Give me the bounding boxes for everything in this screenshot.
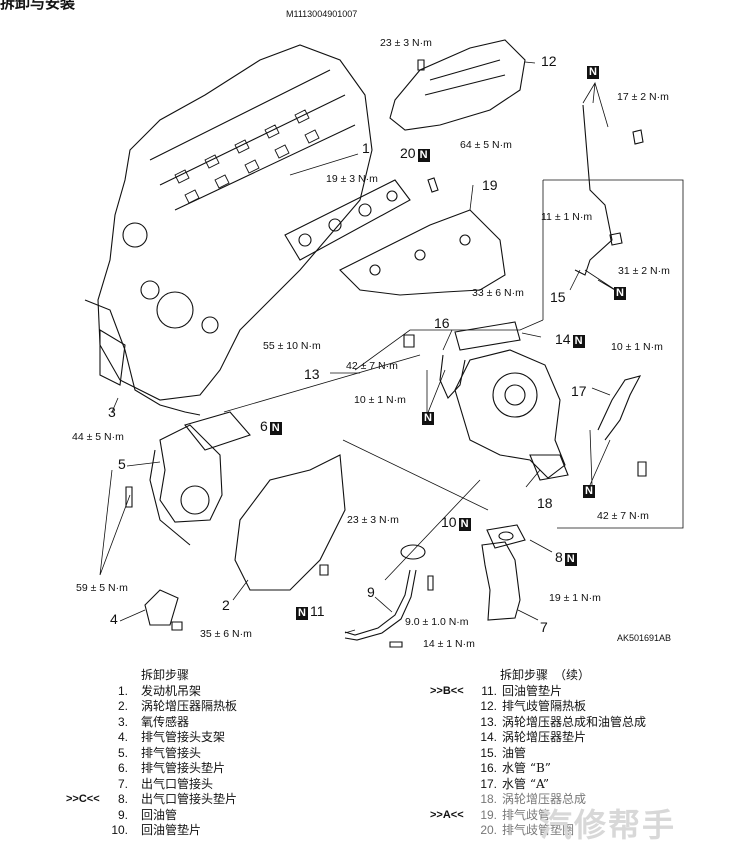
step-item: 发动机吊架 <box>141 683 202 698</box>
step-item: 氧传感器 <box>141 714 190 729</box>
step-item: 涡轮增压器总成和油管总成 <box>502 714 647 729</box>
steps-right: 拆卸步骤 （续） >>B<<11.回油管垫片 12.排气歧管隔热板 13.涡轮增… <box>430 668 730 839</box>
page-title: 拆卸与安装 <box>0 0 76 12</box>
step-item: 出气口管接头垫片 <box>141 792 238 806</box>
exhaust-manifold-19 <box>339 209 506 296</box>
torque-label: 31 ± 2 N·m <box>618 265 670 277</box>
figure-code: M1113004901007 <box>286 9 358 19</box>
step-item: 排气歧管 <box>502 807 551 822</box>
torque-label: 17 ± 2 N·m <box>617 91 669 103</box>
steps-left: 拆卸步骤 1.发动机吊架 2.涡轮增压器隔热板 3.氧传感器 4.排气管接头支架… <box>66 668 296 839</box>
part-number-1: 1 <box>362 140 370 156</box>
torque-label: 42 ± 7 N·m <box>597 510 649 522</box>
torque-label: 9.0 ± 1.0 N·m <box>405 616 469 628</box>
step-item: 水管 “B” <box>502 761 551 775</box>
water-pipe-b-16 <box>439 354 466 399</box>
torque-label: 64 ± 5 N·m <box>460 139 512 151</box>
oil-return-pipe-9 <box>344 569 411 636</box>
step-item: 涡轮增压器垫片 <box>502 730 587 744</box>
torque-label: 33 ± 6 N·m <box>472 287 524 299</box>
outlet-gasket-8 <box>486 524 526 549</box>
part-number-17: 17 <box>571 383 587 399</box>
torque-label: 55 ± 10 N·m <box>263 340 321 352</box>
part-number-12: 12 <box>541 53 557 69</box>
n-marker: N <box>614 287 626 300</box>
turbo-heat-shield-2 <box>234 454 346 591</box>
part-number-3: 3 <box>108 404 116 420</box>
part-number-9: 9 <box>367 584 375 600</box>
oxygen-sensor-3 <box>84 299 201 546</box>
part-number-4: 4 <box>110 611 118 627</box>
step-item: 出气口管接头 <box>141 776 214 791</box>
part-number-19: 19 <box>482 177 498 193</box>
part-number-16: 16 <box>434 315 450 331</box>
torque-label: 19 ± 3 N·m <box>326 173 378 185</box>
step-item: 回油管 <box>141 807 178 822</box>
turbocharger-18 <box>454 349 566 479</box>
part-number-15: 15 <box>550 289 566 305</box>
torque-label: 23 ± 3 N·m <box>380 37 432 49</box>
torque-label: 35 ± 6 N·m <box>200 628 252 640</box>
step-item: 排气歧管垫圈 <box>502 823 575 837</box>
exhaust-fitting-5 <box>159 424 223 523</box>
fitting-gasket-6 <box>184 411 251 451</box>
part-number-13: 13 <box>304 366 320 382</box>
step-item: 回油管垫片 <box>502 683 563 698</box>
step-item: 排气管接头支架 <box>141 730 226 744</box>
torque-label: 11 ± 1 N·m <box>541 211 593 223</box>
water-pipe-a-17 <box>597 375 642 441</box>
engine-block <box>97 44 373 401</box>
n-marker: N <box>587 66 599 79</box>
step-item: 涡轮增压器总成 <box>502 792 587 806</box>
torque-label: 14 ± 1 N·m <box>423 638 475 650</box>
torque-label: 23 ± 3 N·m <box>347 514 399 526</box>
oil-pipe-15 <box>574 104 613 276</box>
part-number-7: 7 <box>540 619 548 635</box>
manifold-gasket-20 <box>284 179 411 261</box>
steps-heading: 拆卸步骤 <box>141 668 190 682</box>
part-number-5: 5 <box>118 456 126 472</box>
bolts <box>125 59 647 648</box>
step-item: 水管 “A” <box>502 776 549 791</box>
torque-label: 59 ± 5 N·m <box>76 582 128 594</box>
figure-reference: AK501691AB <box>617 633 672 643</box>
outlet-fitting-7 <box>481 541 521 621</box>
heat-shield-12 <box>389 39 526 131</box>
steps-heading: 拆卸步骤 （续） <box>500 668 591 682</box>
part-number-18: 18 <box>537 495 553 511</box>
step-item: 排气管接头 <box>141 745 202 760</box>
part-number-2: 2 <box>222 597 230 613</box>
torque-label: 10 ± 1 N·m <box>354 394 406 406</box>
n-marker: N <box>583 485 595 498</box>
torque-label: 42 ± 7 N·m <box>346 360 398 372</box>
step-item: 回油管垫片 <box>141 823 202 837</box>
watermark: 汽修帮手 <box>540 806 677 844</box>
step-item: 排气歧管隔热板 <box>502 699 587 713</box>
step-item: 涡轮增压器隔热板 <box>141 699 238 713</box>
torque-label: 44 ± 5 N·m <box>72 431 124 443</box>
torque-label: 10 ± 1 N·m <box>611 341 663 353</box>
turbo-gasket-14 <box>454 321 521 351</box>
step-item: 油管 <box>502 745 527 760</box>
torque-label: 19 ± 1 N·m <box>549 592 601 604</box>
step-item: 排气管接头垫片 <box>141 761 226 775</box>
fitting-bracket-4 <box>144 589 179 626</box>
n-marker: N <box>422 412 434 425</box>
